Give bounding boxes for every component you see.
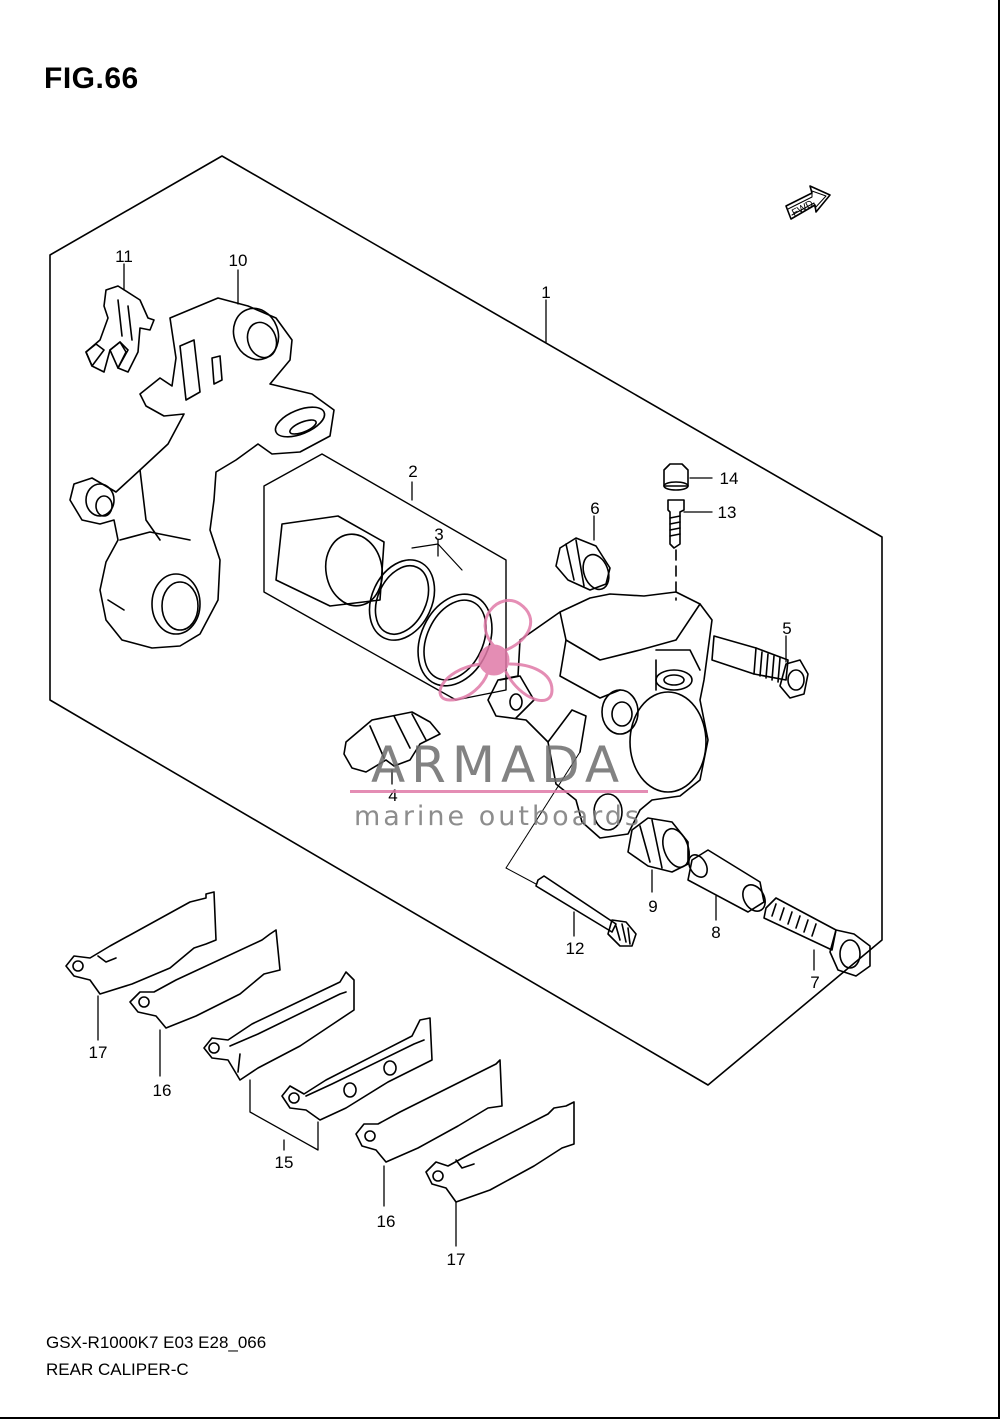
part-11-pad-spring <box>85 285 155 373</box>
label-1: 1 <box>541 283 550 302</box>
label-4: 4 <box>388 786 397 805</box>
label-5: 5 <box>782 619 791 638</box>
part-labels: 1 2 3 4 5 6 7 8 9 10 11 12 13 14 15 16 1… <box>89 247 820 1269</box>
model-code: GSX-R1000K7 E03 E28_066 <box>46 1333 267 1352</box>
part-12-pad-pin <box>505 751 637 947</box>
watermark-brand: ARMADA <box>371 736 625 794</box>
label-16-right: 16 <box>377 1212 396 1231</box>
part-17-shim-left <box>65 891 217 995</box>
label-17-left: 17 <box>89 1043 108 1062</box>
label-11: 11 <box>115 247 133 266</box>
watermark-rule <box>350 790 648 793</box>
label-8: 8 <box>711 923 720 942</box>
label-10: 10 <box>229 251 248 270</box>
watermark-tagline: marine outboards <box>354 801 642 832</box>
fwd-arrow-icon: FWD <box>785 185 831 220</box>
figure-title: FIG.66 <box>44 62 139 95</box>
label-2: 2 <box>408 462 417 481</box>
part-4-pad-spring <box>343 711 441 773</box>
label-9: 9 <box>648 897 657 916</box>
part-7-bolt <box>763 897 871 977</box>
label-16-left: 16 <box>153 1081 172 1100</box>
label-3: 3 <box>434 525 443 544</box>
leader-lines <box>97 263 815 1247</box>
label-13: 13 <box>718 503 737 522</box>
assembly-boundary-outline <box>49 155 883 1086</box>
label-15: 15 <box>275 1153 294 1172</box>
part-6-boot <box>555 537 611 591</box>
part-8-sleeve <box>687 849 766 913</box>
part-16-shim-left <box>129 929 281 1029</box>
label-7: 7 <box>810 973 819 992</box>
caliper-housing <box>487 591 713 839</box>
part-9-boot <box>627 817 690 873</box>
part-15-pad-right <box>281 1017 433 1121</box>
part-17-shim-right <box>425 1101 575 1203</box>
watermark: ARMADA marine outboards <box>350 598 648 832</box>
part-15-pad-left <box>203 971 355 1081</box>
part-14-bleeder-cap <box>663 463 689 491</box>
watermark-propeller-icon <box>438 598 554 702</box>
part-16-shim-right <box>355 1059 503 1163</box>
part-5-pin-bolt <box>711 635 809 699</box>
label-14: 14 <box>720 469 739 488</box>
section-name: REAR CALIPER-C <box>46 1360 189 1379</box>
label-6: 6 <box>590 499 599 518</box>
label-12: 12 <box>566 939 585 958</box>
label-17-right: 17 <box>447 1250 466 1269</box>
part-2-piston-box <box>263 453 507 701</box>
part-13-bleeder-valve <box>667 499 685 601</box>
part-10-caliper-bracket <box>69 297 335 649</box>
